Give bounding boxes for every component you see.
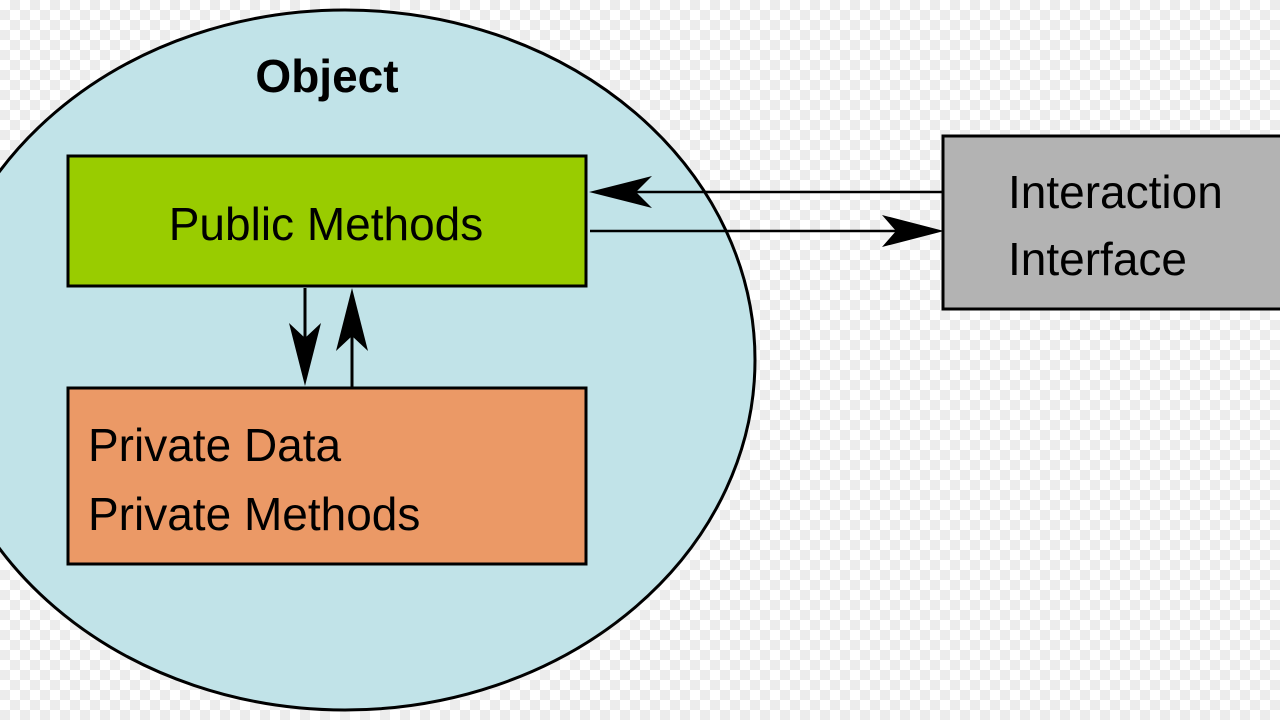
public-methods-rect [66,154,588,288]
object-ellipse [0,8,757,712]
interaction-interface-box: Interaction Interface [941,134,1280,311]
arrowhead-right [882,215,944,247]
private-rect [66,386,588,566]
public-methods-label: Public Methods [169,198,484,250]
interface-label: Interface [1008,233,1187,285]
private-methods-label: Private Methods [88,488,420,540]
public-methods-box: Public Methods [66,154,588,288]
arrow-interface-to-public [589,176,943,208]
arrow-public-to-interface [590,215,944,247]
private-data-label: Private Data [88,419,342,471]
arrowhead-down [289,323,321,386]
arrow-private-to-public [336,288,368,388]
private-box: Private Data Private Methods [66,386,588,566]
arrow-public-to-private [289,288,321,386]
arrowhead-up [336,288,368,351]
interaction-label: Interaction [1008,166,1223,218]
arrowhead-left [589,176,652,208]
interaction-interface-rect [941,134,1280,311]
object-title: Object [255,50,398,102]
